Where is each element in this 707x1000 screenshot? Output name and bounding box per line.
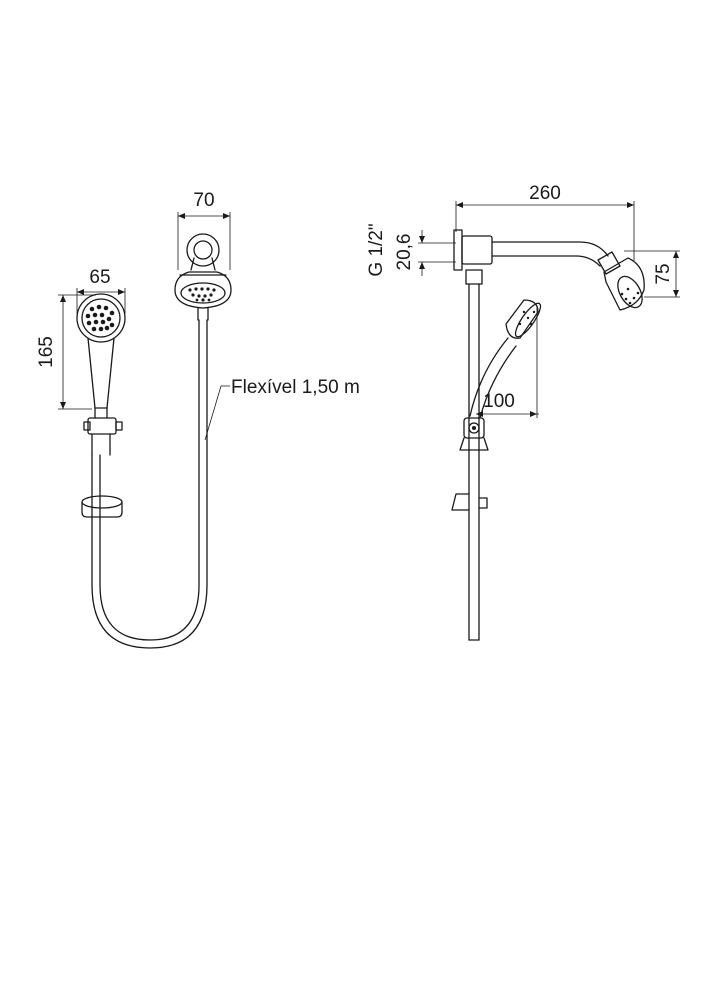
- dim-hand-shower-height: 165: [36, 336, 57, 368]
- dim-hand-projection: 100: [483, 391, 515, 412]
- wall-bracket: [81, 495, 123, 518]
- lower-bracket: [451, 493, 488, 511]
- side-view: 260 20,6 G 1/2" 75 100: [366, 183, 680, 641]
- dim-100: 100: [476, 306, 539, 418]
- dim-thread-offset: 20,6: [394, 234, 415, 271]
- slider-holder: [459, 417, 489, 451]
- wall-shower-head: [174, 233, 232, 321]
- shower-arm: [491, 241, 609, 267]
- dim-hand-shower-width: 65: [89, 267, 110, 288]
- hose: [91, 319, 208, 649]
- dim-arm-length: 260: [529, 183, 561, 204]
- dim-75: 75: [624, 250, 680, 298]
- dim-70: 70: [177, 190, 231, 270]
- dim-65: 65: [76, 267, 126, 314]
- dim-20-6: 20,6 G 1/2": [366, 223, 456, 277]
- hose-note: Flexível 1,50 m: [231, 377, 360, 398]
- front-view: 70 65 165 Flexível 1,50 m: [36, 190, 360, 649]
- dim-head-height: 75: [653, 263, 674, 284]
- hand-shower: [76, 293, 126, 456]
- side-shower-head: [597, 251, 645, 311]
- side-hand-shower: [469, 299, 542, 419]
- hose-callout: Flexível 1,50 m: [204, 377, 360, 441]
- dim-260: 260: [455, 183, 635, 262]
- dim-wall-shower-width: 70: [193, 190, 214, 211]
- dim-thread: G 1/2": [366, 223, 387, 276]
- dim-165: 165: [36, 294, 96, 410]
- wall-connector: [453, 229, 493, 271]
- slide-rail: [465, 269, 483, 641]
